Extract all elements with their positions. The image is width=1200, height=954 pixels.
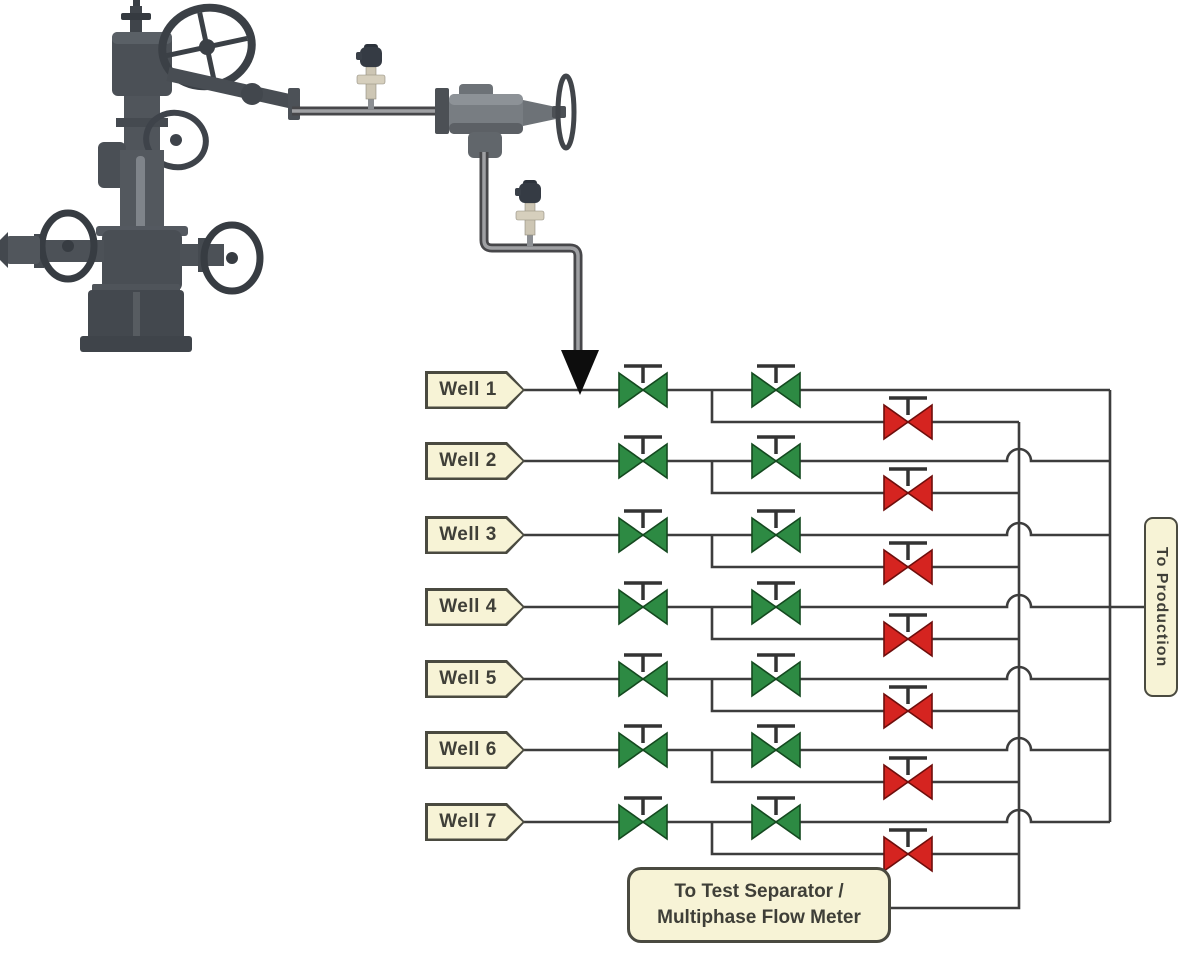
pressure-transmitter-icon: [515, 180, 545, 246]
flow-arrow-icon: [561, 350, 599, 395]
production-tag-label: To Production: [1153, 546, 1170, 668]
wellhead-christmas-tree-icon: [0, 0, 599, 395]
test-valve-closed-icon: [883, 828, 933, 873]
well-tag: Well 4: [425, 588, 525, 626]
well-tag-label: Well 4: [439, 596, 497, 617]
production-valve-open-icon: [751, 796, 801, 841]
well-row: [524, 796, 1110, 873]
pressure-transmitter-icon: [356, 44, 386, 109]
production-valve-open-icon: [751, 653, 801, 698]
inlet-valve-open-icon: [618, 724, 668, 769]
handwheel-icon: [143, 109, 209, 171]
inlet-valve-open-icon: [618, 364, 668, 409]
production-valve-open-icon: [751, 724, 801, 769]
handwheel-icon: [200, 221, 264, 295]
well-row: [524, 509, 1110, 586]
test-valve-closed-icon: [883, 613, 933, 658]
test-valve-closed-icon: [883, 467, 933, 512]
main-flow-line: [524, 736, 1110, 752]
test-valve-closed-icon: [883, 756, 933, 801]
inlet-valve-open-icon: [618, 796, 668, 841]
test-separator-label-line1: To Test Separator /: [674, 881, 844, 902]
well-tag-label: Well 1: [439, 379, 497, 400]
inlet-valve-open-icon: [618, 435, 668, 480]
well-row: [524, 653, 1110, 730]
well-tag-label: Well 6: [439, 739, 497, 760]
handwheel-icon: [38, 209, 98, 283]
main-flow-line: [524, 808, 1110, 824]
well-row: [524, 435, 1110, 512]
well-tag-label: Well 2: [439, 450, 497, 471]
production-valve-open-icon: [751, 581, 801, 626]
test-valve-closed-icon: [883, 541, 933, 586]
swab-valve-icon: [121, 0, 151, 34]
well-tag-label: Well 3: [439, 524, 497, 545]
inlet-valve-open-icon: [618, 653, 668, 698]
inlet-valve-open-icon: [618, 509, 668, 554]
test-separator-label-line2: Multiphase Flow Meter: [657, 907, 861, 928]
choke-valve-icon: [435, 73, 577, 158]
well-tag: Well 2: [425, 442, 525, 480]
inlet-valve-open-icon: [618, 581, 668, 626]
main-flow-line: [524, 593, 1144, 609]
test-header-line: [891, 422, 1021, 910]
test-valve-closed-icon: [883, 396, 933, 441]
production-valve-open-icon: [751, 509, 801, 554]
main-flow-line: [524, 665, 1110, 681]
choke-outlet-pipe: [479, 152, 583, 352]
main-flow-line: [524, 521, 1110, 537]
well-tag: Well 1: [425, 371, 525, 409]
well-tag: Well 7: [425, 803, 525, 841]
well-tag-label: Well 5: [439, 668, 497, 689]
well-row: [524, 724, 1110, 801]
well-tag: Well 6: [425, 731, 525, 769]
test-separator-label: To Test Separator / Multiphase Flow Mete…: [627, 867, 891, 943]
main-flow-line: [524, 447, 1110, 463]
well-tag-label: Well 7: [439, 811, 497, 832]
production-tag: To Production: [1144, 517, 1178, 697]
handwheel-icon: [555, 73, 577, 151]
well-row: [524, 364, 1110, 441]
well-tag: Well 3: [425, 516, 525, 554]
well-row: [524, 581, 1144, 658]
production-valve-open-icon: [751, 364, 801, 409]
well-tag: Well 5: [425, 660, 525, 698]
test-valve-closed-icon: [883, 685, 933, 730]
production-valve-open-icon: [751, 435, 801, 480]
